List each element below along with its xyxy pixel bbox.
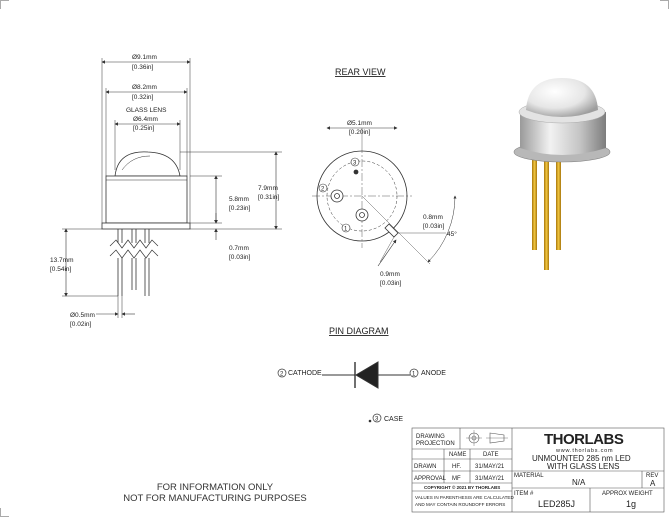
item-label: ITEM # xyxy=(514,491,534,497)
dim-lead-diameter-in: [0.02in] xyxy=(70,321,92,328)
disclaimer-line-2: NOT FOR MANUFACTURING PURPOSES xyxy=(123,493,307,504)
dim-total-height-in: [0.31in] xyxy=(258,194,280,201)
side-view xyxy=(62,58,282,318)
disclaimer-line-1: FOR INFORMATION ONLY xyxy=(156,482,274,493)
pin-hole-bottom xyxy=(355,208,369,222)
title-block-text: DRAWING PROJECTION NAME DATE DRAWN HF. 3… xyxy=(414,431,658,509)
dim-total-height: 7.9mm xyxy=(258,185,278,192)
dim-body-height: 5.8mm xyxy=(229,196,249,203)
dim-tab-length: 0.9mm xyxy=(380,271,400,278)
dim-pin-circle: Ø5.1mm xyxy=(347,120,372,127)
glass-lens-label: GLASS LENS xyxy=(126,107,167,114)
pin-diagram-title: PIN DIAGRAM xyxy=(329,326,389,336)
dim-lens-diameter-in: [0.25in] xyxy=(133,125,155,132)
projection-label-2: PROJECTION xyxy=(416,441,455,447)
disclaimer: FOR INFORMATION ONLY NOT FOR MANUFACTURI… xyxy=(100,482,330,504)
projection-label-1: DRAWING xyxy=(416,434,445,440)
rear-pin-1: 1 xyxy=(344,227,348,233)
values-note-2: AND MAY CONTAIN ROUNDOFF ERRORS xyxy=(415,502,505,507)
dim-cap-diameter: Ø8.2mm xyxy=(132,84,157,91)
frame-corner-tl xyxy=(0,0,9,9)
rear-pin-2: 2 xyxy=(321,187,325,193)
drawn-label: DRAWN xyxy=(414,464,436,470)
description-line-2: WITH GLASS LENS xyxy=(547,462,619,471)
dim-lead-length-in: [0.54in] xyxy=(50,266,72,273)
dim-tab-width: 0.8mm xyxy=(423,214,443,221)
title-block xyxy=(411,427,665,513)
lens-dome-shading xyxy=(121,155,151,171)
dim-lens-diameter: Ø6.4mm xyxy=(133,116,158,123)
approval-date: 31/MAY/21 xyxy=(475,476,505,482)
material-label: MATERIAL xyxy=(514,473,544,479)
case-pin-number: 3 xyxy=(375,417,379,423)
dim-lead-length: 13.7mm xyxy=(50,257,73,264)
drawn-date: 31/MAY/21 xyxy=(475,464,505,470)
dim-tab-length-in: [0.03in] xyxy=(380,280,402,287)
website: www.thorlabs.com xyxy=(555,448,613,454)
pin-diagram-labels: 2 CATHODE 1 ANODE 3 CASE xyxy=(280,370,446,423)
item-value: LED285J xyxy=(538,499,575,509)
dim-pin-circle-in: [0.20in] xyxy=(349,129,371,136)
pin-diagram xyxy=(277,361,419,423)
anode-pin-number: 1 xyxy=(412,372,416,378)
dim-body-height-in: [0.23in] xyxy=(229,205,251,212)
approval-label: APPROVAL xyxy=(414,476,447,482)
description-line-1: UNMOUNTED 285 nm LED xyxy=(532,454,631,463)
dim-angle: 45° xyxy=(447,230,457,238)
rev-value: A xyxy=(650,479,656,488)
rear-view-labels: Ø5.1mm [0.20in] 0.8mm [0.03in] 0.9mm [0.… xyxy=(318,120,457,287)
dim-cap-diameter-in: [0.32in] xyxy=(132,94,154,101)
dim-flange: 0.7mm xyxy=(229,245,249,252)
anode-label: ANODE xyxy=(421,370,446,377)
approval-name: MF xyxy=(452,476,461,482)
material-value: N/A xyxy=(572,478,586,487)
thorlabs-logo: THORLABS xyxy=(544,431,624,448)
case-label: CASE xyxy=(384,416,403,423)
values-note-1: VALUES IN PARENTHESIS ARE CALCULATED xyxy=(415,495,514,500)
led-3d-render xyxy=(513,78,611,270)
flange xyxy=(101,222,191,230)
dim-lead-diameter: Ø0.5mm xyxy=(70,312,95,319)
col-name-header: NAME xyxy=(449,452,466,458)
rear-pin-3: 3 xyxy=(353,161,357,167)
dim-outer-diameter: Ø9.1mm xyxy=(132,54,157,61)
weight-value: 1g xyxy=(626,499,636,509)
cathode-pin-number: 2 xyxy=(280,372,284,378)
dim-flange-in: [0.03in] xyxy=(229,254,251,261)
rev-label: REV xyxy=(646,473,658,479)
rear-view-title: REAR VIEW xyxy=(335,67,386,77)
cap-body xyxy=(105,175,188,224)
drawn-name: HF. xyxy=(452,464,461,470)
weight-label: APPROX WEIGHT xyxy=(602,491,653,497)
copyright-text: COPYRIGHT © 2021 BY THORLABS xyxy=(424,484,500,490)
cathode-label: CATHODE xyxy=(288,370,322,377)
pin-case xyxy=(353,169,359,175)
pin-hole-left xyxy=(330,189,344,203)
side-view-labels: Ø9.1mm [0.36in] Ø8.2mm [0.32in] GLASS LE… xyxy=(50,54,280,328)
lens-dome-outline xyxy=(114,151,181,177)
rear-view xyxy=(312,126,457,267)
col-date-header: DATE xyxy=(483,452,499,458)
dim-tab-width-in: [0.03in] xyxy=(423,223,445,230)
dim-outer-diameter-in: [0.36in] xyxy=(132,64,154,71)
